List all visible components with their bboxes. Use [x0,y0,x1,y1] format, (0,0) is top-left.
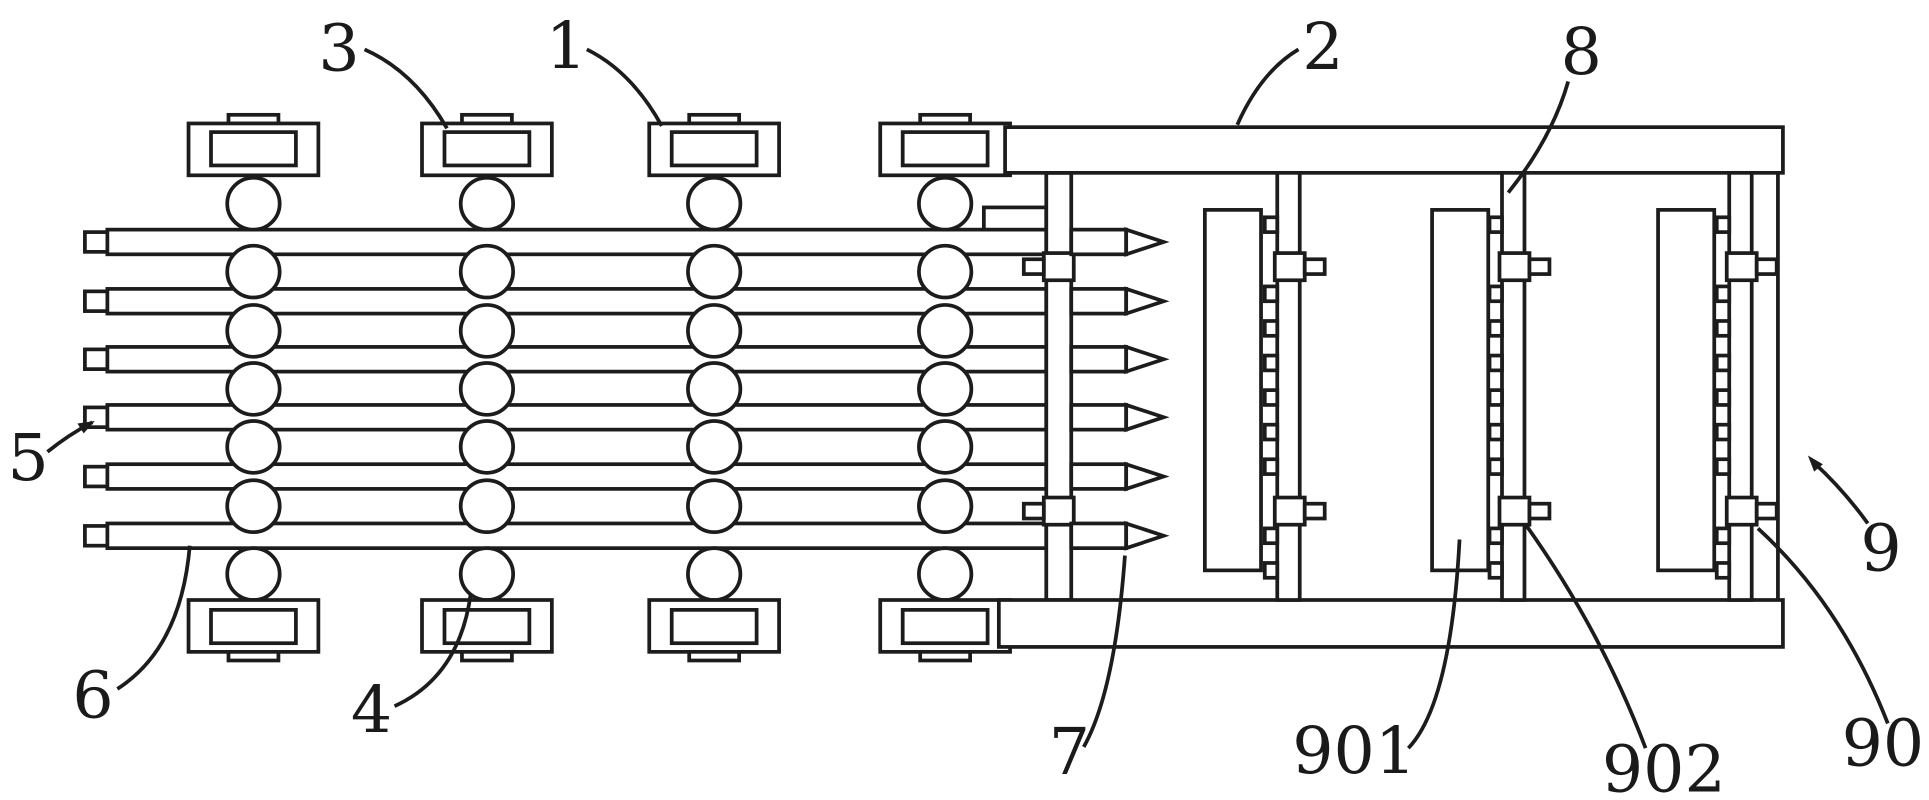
bottom-bracket-2 [422,600,552,660]
label-901: 901 [1292,714,1416,789]
label-2: 2 [1302,10,1343,85]
label-1: 1 [546,9,587,84]
label-5: 5 [7,422,48,497]
rod-end-cap [85,291,107,311]
top-bracket-4 [880,115,1010,175]
top-bracket-1 [189,115,319,175]
top-bracket-3 [649,115,779,175]
label-4: 4 [351,673,392,748]
clamp-plate-2 [1432,210,1488,570]
label-6: 6 [72,659,113,734]
feed-rod-6 [85,523,1046,548]
feed-rod-1 [85,230,1046,255]
top-bracket-2 [422,115,552,175]
frame-left-post [1046,173,1071,600]
top-plate [1005,127,1783,173]
feed-rod-4 [85,405,1046,430]
label-3: 3 [318,12,359,87]
rod-end-cap [85,349,107,369]
label-7: 7 [1049,715,1090,790]
label-9: 9 [1860,512,1901,587]
rod-end-cap [85,526,107,546]
feed-rod-3 [85,347,1046,372]
feed-rod-5 [85,464,1046,489]
bottom-bracket-1 [189,600,319,660]
clamp-plate-1 [1205,210,1261,570]
frame-left-step [984,207,1046,229]
feed-rod-2 [85,289,1046,314]
rod-end-cap [85,467,107,487]
clamp-plate-3 [1658,210,1714,570]
bottom-bracket-3 [649,600,779,660]
rod-end-cap [85,232,107,252]
bottom-bracket-4 [880,600,1010,660]
label-902: 902 [1602,733,1726,800]
label-903: 903 [1842,707,1929,782]
label-8: 8 [1561,15,1602,90]
